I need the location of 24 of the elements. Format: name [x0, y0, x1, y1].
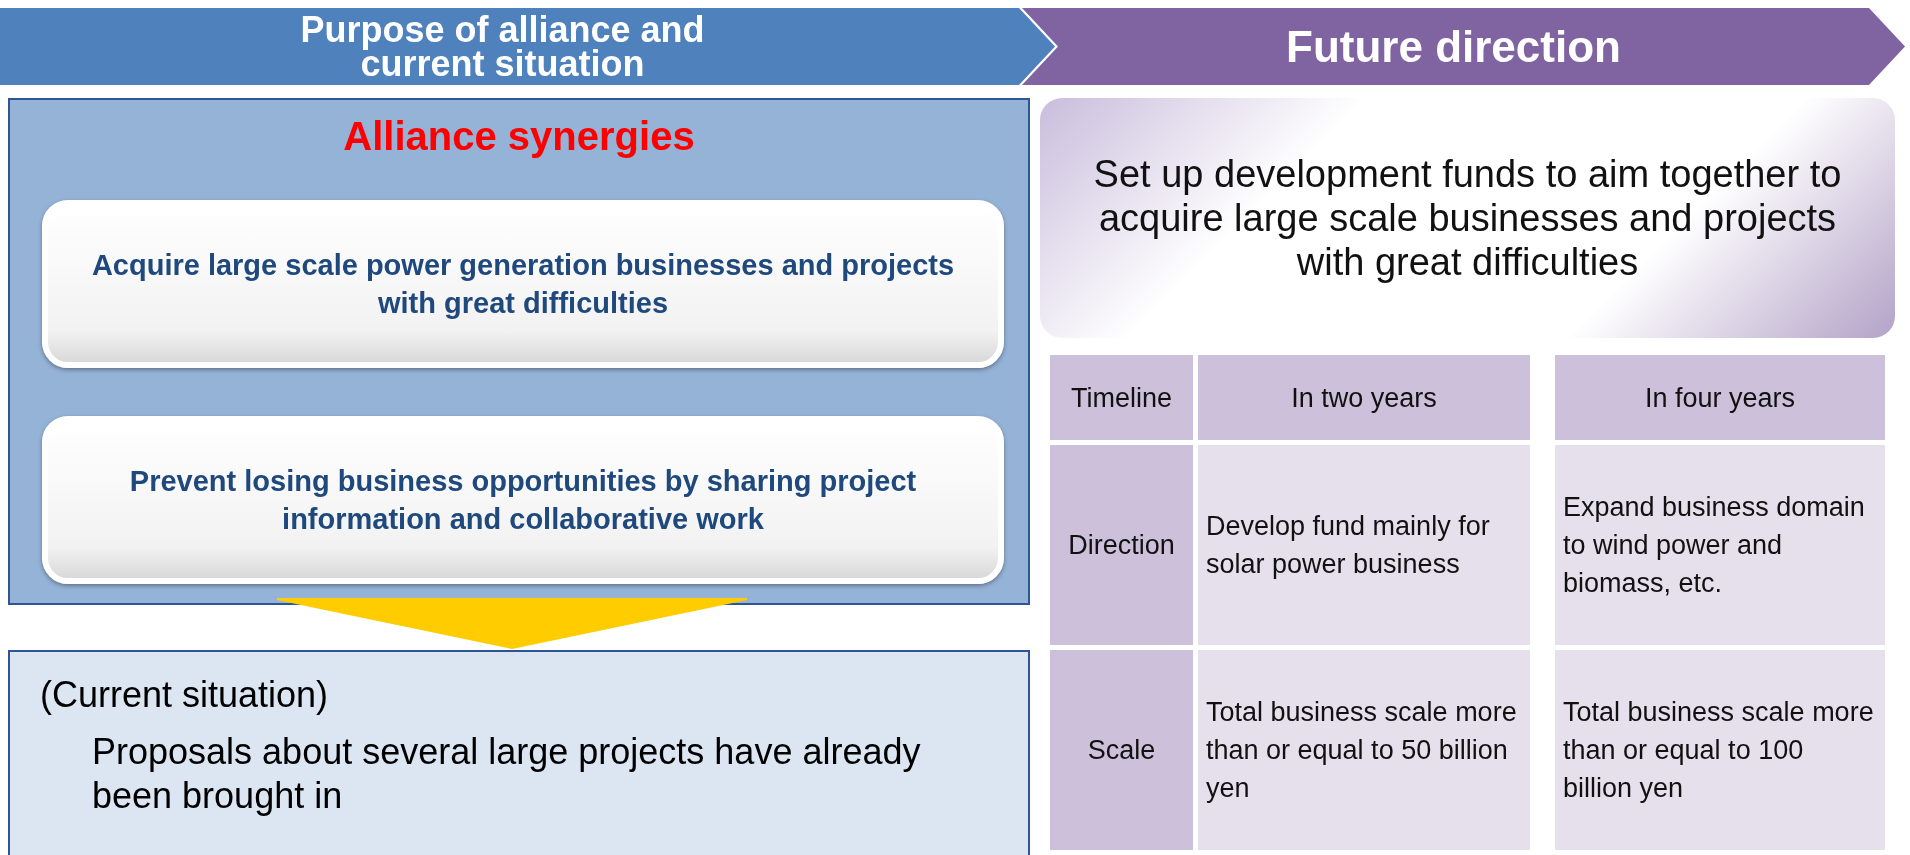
- synergy-card: [42, 416, 1004, 584]
- status-box: [8, 650, 1030, 855]
- section-banner: [1022, 8, 1905, 85]
- table-cell: Scale: [1050, 650, 1193, 850]
- table-cell: Expand business domain to wind power and biomass, etc.: [1555, 445, 1885, 645]
- table-cell: Total business scale more than or equal to 100 billion yen: [1555, 650, 1885, 850]
- section-heading: Future direction: [1286, 21, 1621, 72]
- table-cell: In two years: [1198, 355, 1530, 440]
- table-cell: Direction: [1050, 445, 1193, 645]
- table-cell: In four years: [1555, 355, 1885, 440]
- table-cell: Develop fund mainly for solar power business: [1198, 445, 1530, 645]
- status-heading: (Current situation): [40, 674, 330, 716]
- card-text: Prevent losing business opportunities by sharing project information and collaborative work: [128, 464, 918, 537]
- section-banner: [0, 8, 1055, 85]
- card-text: Acquire large scale power generation businesses and projects with great difficulties: [90, 248, 956, 321]
- section-heading: Purpose of alliance and current situation: [299, 12, 706, 81]
- panel-heading: Alliance synergies: [343, 114, 695, 159]
- direction-text: Set up development funds to aim together to acquire large scale businesses and projects with great difficulties: [1092, 152, 1843, 284]
- arrow: [276, 598, 748, 650]
- synergy-panel: [8, 98, 1030, 605]
- status-text: Proposals about several large projects have already been brought in: [92, 730, 922, 818]
- table-cell: Total business scale more than or equal to 50 billion yen: [1198, 650, 1530, 850]
- synergy-card: [42, 200, 1004, 368]
- table-cell: Timeline: [1050, 355, 1193, 440]
